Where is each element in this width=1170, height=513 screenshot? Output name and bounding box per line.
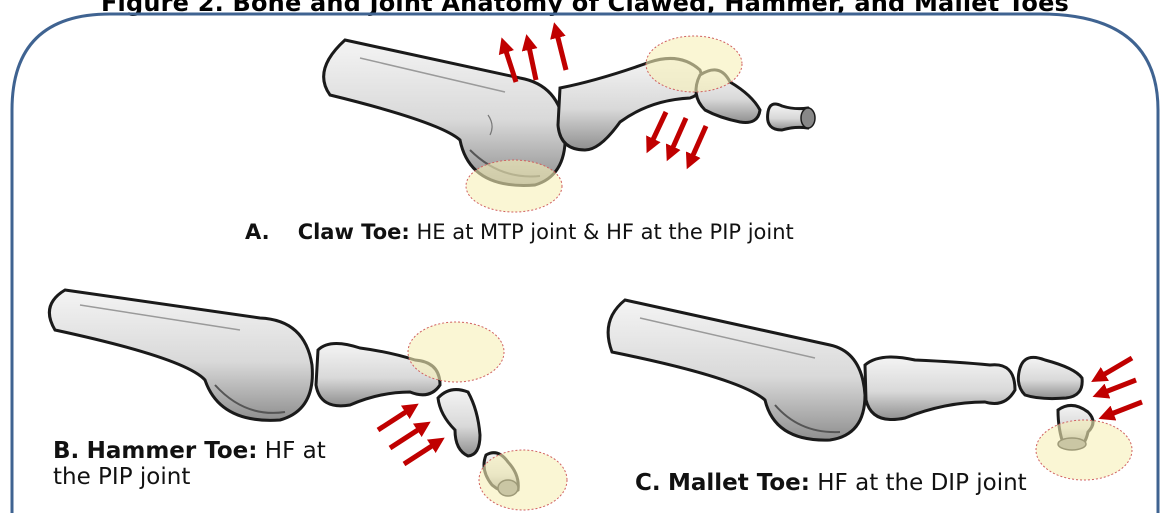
caption-description: HF at the DIP joint — [817, 470, 1026, 496]
distal-phalanx — [768, 104, 815, 130]
caption-hammer-toe: B. Hammer Toe: HF at the PIP joint — [53, 438, 326, 490]
dip-joint-highlight — [1036, 420, 1132, 480]
metatarsal-bone — [49, 290, 312, 420]
pip-joint-highlight — [408, 322, 504, 382]
caption-name: Claw Toe: — [298, 220, 410, 244]
caption-name: Mallet Toe: — [668, 470, 810, 496]
mallet-toe-illustration — [608, 300, 1142, 480]
middle-phalanx — [1018, 357, 1082, 398]
caption-letter: C. — [635, 470, 661, 496]
claw-toe-illustration — [324, 30, 815, 212]
dip-joint-highlight — [479, 450, 567, 510]
caption-description: HE at MTP joint & HF at the PIP joint — [416, 220, 793, 244]
flexion-arrows — [1098, 358, 1142, 416]
mtp-joint-highlight — [466, 160, 562, 212]
extension-arrows — [504, 30, 566, 82]
caption-letter: A. — [245, 220, 291, 244]
flexion-arrows — [378, 408, 438, 464]
pip-joint-highlight — [646, 36, 742, 92]
caption-mallet-toe: C. Mallet Toe: HF at the DIP joint — [635, 470, 1027, 496]
proximal-phalanx — [865, 357, 1015, 420]
caption-claw-toe: A. Claw Toe: HE at MTP joint & HF at the… — [245, 220, 794, 244]
caption-name: Hammer Toe: — [87, 438, 258, 464]
middle-phalanx — [438, 390, 480, 456]
caption-description: HF at — [265, 438, 326, 464]
caption-letter: B. — [53, 438, 79, 464]
caption-description-continued: the PIP joint — [53, 464, 326, 490]
flexion-arrows — [650, 112, 706, 162]
metatarsal-bone — [608, 300, 865, 440]
